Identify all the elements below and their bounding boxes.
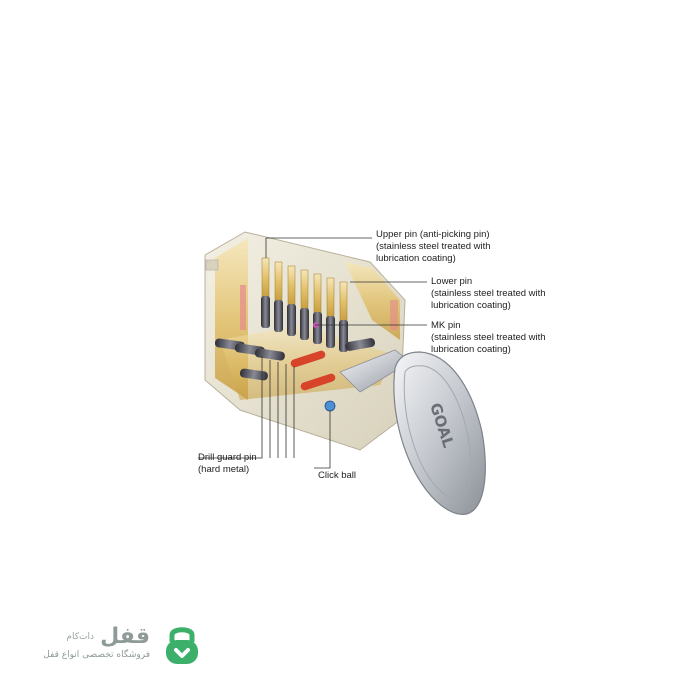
drill-guard-pins [290, 350, 336, 391]
mk-pin-label: MK pin (stainless steel treated with lub… [431, 320, 546, 355]
lower-pins [261, 296, 348, 352]
site-logo[interactable]: قفل دات‌کام فروشگاه تخصصی انواع قفل [36, 620, 206, 668]
drill-guard-pin-label: Drill guard pin (hard metal) [198, 452, 257, 475]
side-pins [214, 338, 376, 381]
logo-name: قفل [100, 624, 150, 649]
logo-suffix: دات‌کام [66, 632, 94, 642]
padlock-icon [166, 627, 198, 664]
click-ball-label: Click ball [318, 470, 357, 481]
key: GOAL [339, 349, 486, 515]
upper-pin-label: Upper pin (anti-picking pin) (stainless … [376, 229, 491, 264]
lower-pin-label: Lower pin (stainless steel treated with … [431, 276, 546, 311]
leader-lines [198, 237, 427, 469]
click-ball [324, 400, 336, 412]
logo-tagline: فروشگاه تخصصی انواع قفل [43, 650, 150, 660]
